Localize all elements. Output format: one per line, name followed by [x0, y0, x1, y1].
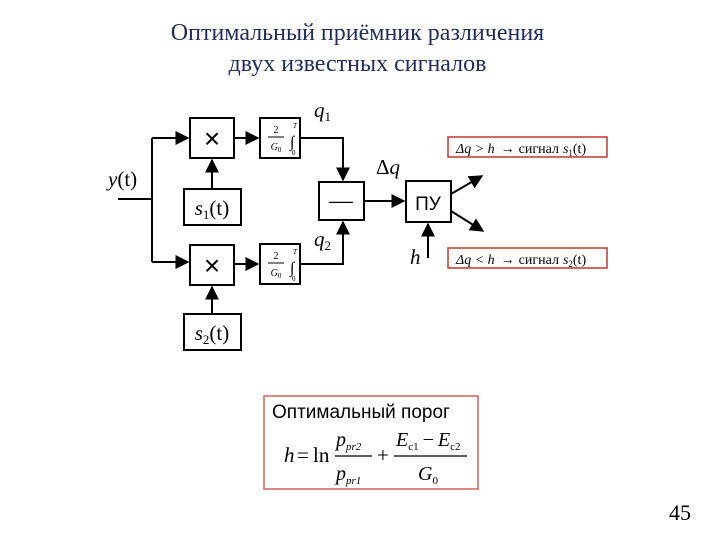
- wire-q2: [300, 220, 350, 265]
- optimal-threshold-formula: h = ln ppr2 ppr1 + Ec1−Ec2 G0: [284, 429, 467, 487]
- integrator-bottom: [259, 243, 301, 285]
- output-arrow-2: [450, 210, 485, 232]
- svg-text:0: 0: [292, 275, 296, 283]
- multiply-icon: ×: [204, 250, 220, 281]
- multiply-icon: ×: [204, 123, 220, 154]
- decision-device-label: ПУ: [415, 194, 442, 215]
- svg-text:Ec1−Ec2: Ec1−Ec2: [395, 429, 461, 453]
- svg-text:2: 2: [274, 125, 279, 136]
- optimal-threshold-box: [263, 395, 479, 490]
- svg-text:ln: ln: [313, 443, 330, 467]
- svg-text:ppr1: ppr1: [334, 463, 361, 487]
- svg-text:∫: ∫: [289, 134, 296, 152]
- input-signal-label: y(t): [106, 167, 137, 191]
- integrator-bottom-formula: 2 G0 ∫ T 0: [268, 248, 298, 283]
- page-number: 45: [669, 500, 691, 525]
- output-condition-1: [447, 136, 608, 158]
- reference-signal-1-box: [183, 188, 242, 226]
- svg-text:+: +: [377, 443, 389, 467]
- decision-device-block: [405, 180, 452, 223]
- svg-text:G0: G0: [271, 268, 282, 280]
- svg-text:2: 2: [274, 251, 279, 262]
- reference-signal-2-box: [183, 313, 242, 351]
- svg-text:=: =: [297, 443, 309, 467]
- subtractor-block: [318, 181, 365, 221]
- integrator-top-formula: 2 G0 ∫ T 0: [268, 122, 298, 157]
- slide-title-line-2: двух известных сигналов: [228, 51, 487, 77]
- multiplier-top: [189, 117, 235, 159]
- svg-text:G0: G0: [271, 142, 282, 154]
- output-arrow-1: [450, 175, 484, 195]
- svg-text:T: T: [293, 248, 298, 256]
- svg-text:0: 0: [292, 149, 296, 157]
- delta-q-label: Δq: [376, 155, 401, 179]
- reference-signal-2-label: s2(t): [195, 321, 230, 347]
- input-wires: [118, 138, 153, 262]
- svg-text:∫: ∫: [289, 260, 296, 278]
- integrator-top: [259, 117, 301, 159]
- svg-text:T: T: [293, 122, 298, 130]
- optimal-threshold-heading: Оптимальный порог: [272, 402, 450, 423]
- svg-text:ppr2: ppr2: [334, 429, 362, 453]
- minus-icon: —: [328, 188, 354, 214]
- q1-label: q1: [314, 98, 331, 124]
- q2-label: q2: [314, 227, 331, 253]
- svg-text:h: h: [284, 443, 295, 467]
- slide-title-line-1: Оптимальный приёмник различения: [170, 20, 545, 46]
- wire-q1: [300, 137, 350, 182]
- branch-wires: [152, 131, 190, 269]
- svg-text:G0: G0: [418, 463, 438, 487]
- slide-title: Оптимальный приёмник различения двух изв…: [0, 18, 715, 80]
- reference-signal-1-label: s1(t): [195, 196, 230, 222]
- threshold-label: h: [410, 245, 421, 269]
- output-condition-2: [447, 247, 608, 269]
